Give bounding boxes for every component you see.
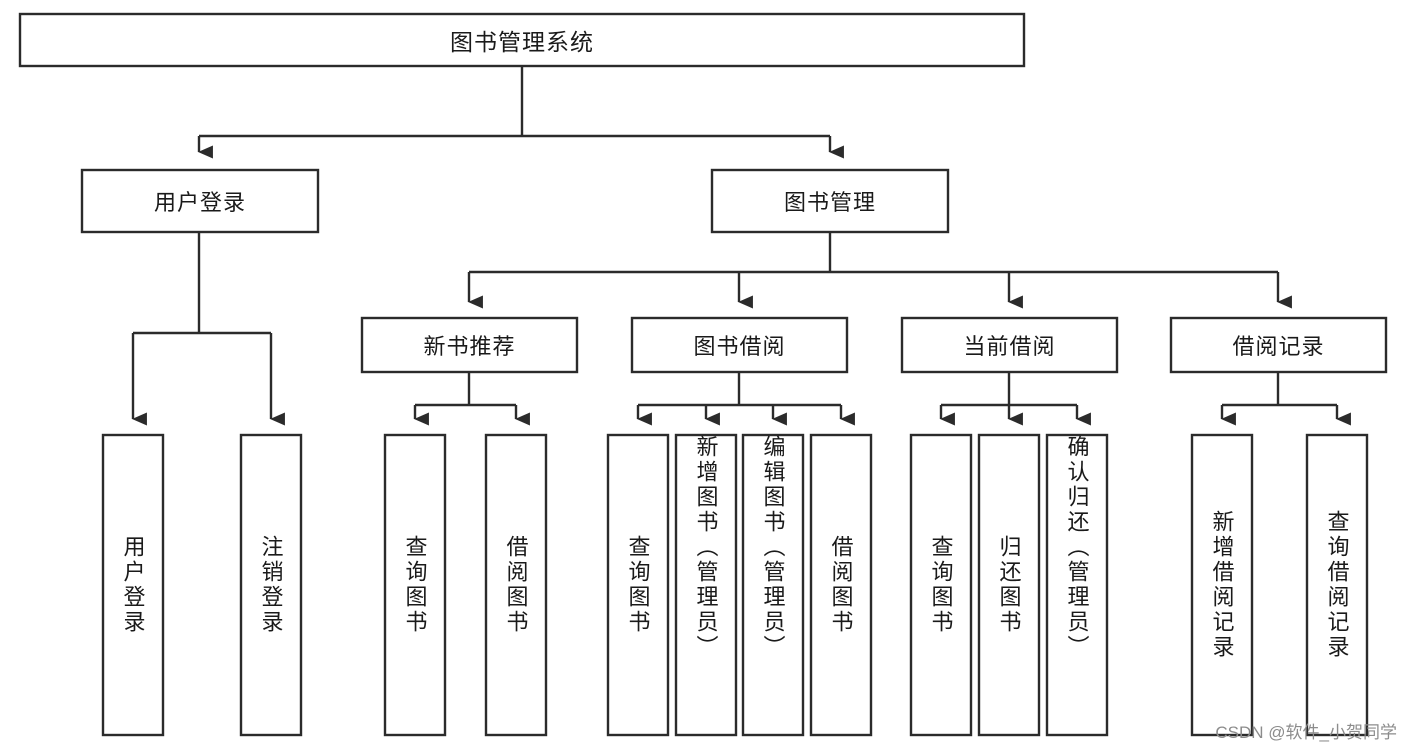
node-leaf-query-book-3[interactable] [909, 433, 973, 737]
node-leaf-query-book-2[interactable] [606, 433, 670, 737]
node-leaf-add-book[interactable] [674, 433, 738, 737]
node-leaf-query-book-1[interactable] [383, 433, 447, 737]
node-leaf-add-record[interactable] [1190, 433, 1254, 737]
node-leaf-confirm-return[interactable] [1045, 433, 1109, 737]
node-leaf-logout[interactable] [239, 433, 303, 737]
node-leaf-user-login[interactable] [101, 433, 165, 737]
node-leaf-query-record[interactable] [1305, 433, 1369, 737]
node-borrow-record[interactable] [1169, 316, 1388, 374]
node-user-login[interactable] [80, 168, 320, 234]
node-leaf-return-book[interactable] [977, 433, 1041, 737]
node-book-borrow[interactable] [630, 316, 849, 374]
node-new-book-rec[interactable] [360, 316, 579, 374]
node-leaf-edit-book[interactable] [741, 433, 805, 737]
node-root[interactable] [18, 12, 1026, 68]
node-leaf-borrow-book-1[interactable] [484, 433, 548, 737]
node-current-borrow[interactable] [900, 316, 1119, 374]
node-leaf-borrow-book-2[interactable] [809, 433, 873, 737]
node-book-manage[interactable] [710, 168, 950, 234]
